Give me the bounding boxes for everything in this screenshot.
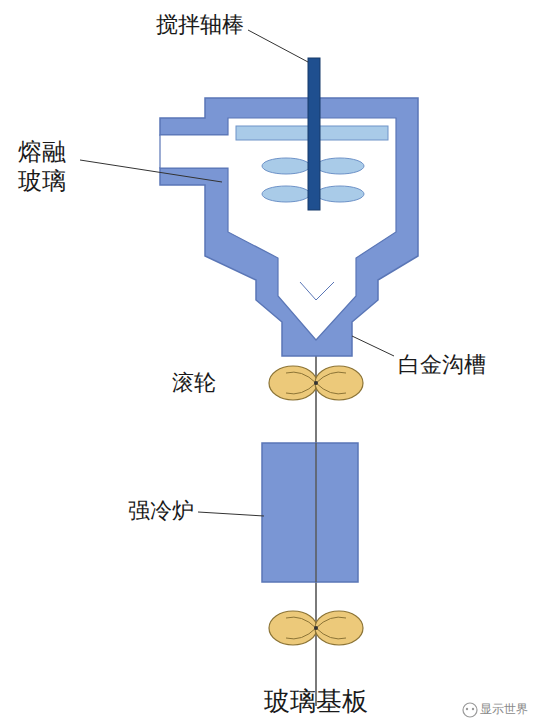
roller-fold [286,617,316,628]
rollers [269,366,363,645]
molten-glass-cavity [160,118,396,340]
roller-fold [316,617,346,628]
roller [269,366,317,400]
stirring-rod [308,58,320,210]
tank-housing [160,98,418,356]
roller-fold [316,372,346,383]
roller [315,366,363,400]
glass-sheet [315,300,317,706]
roller-fold [286,628,316,639]
watermark: 显示世界 [480,702,528,716]
part-label: 强冷炉 [128,498,194,524]
roller-nip [314,626,318,630]
cooling-furnace [262,443,358,582]
roller [269,611,317,645]
platinum-groove [300,282,334,300]
roller [315,611,363,645]
output-label: 玻璃基板 [264,686,368,717]
part-label: 搅拌轴棒 [156,12,244,38]
roller-fold [286,383,316,394]
roller-fold [316,628,346,639]
roller-nip [314,381,318,385]
glass-sheet [315,443,317,582]
roller-fold [316,383,346,394]
part-label: 白金沟槽 [398,352,486,378]
watermark-icon [463,703,477,717]
part-label: 熔融 玻璃 [18,138,70,196]
part-label: 滚轮 [172,370,216,396]
roller-fold [286,372,316,383]
leader-lines [80,30,394,516]
